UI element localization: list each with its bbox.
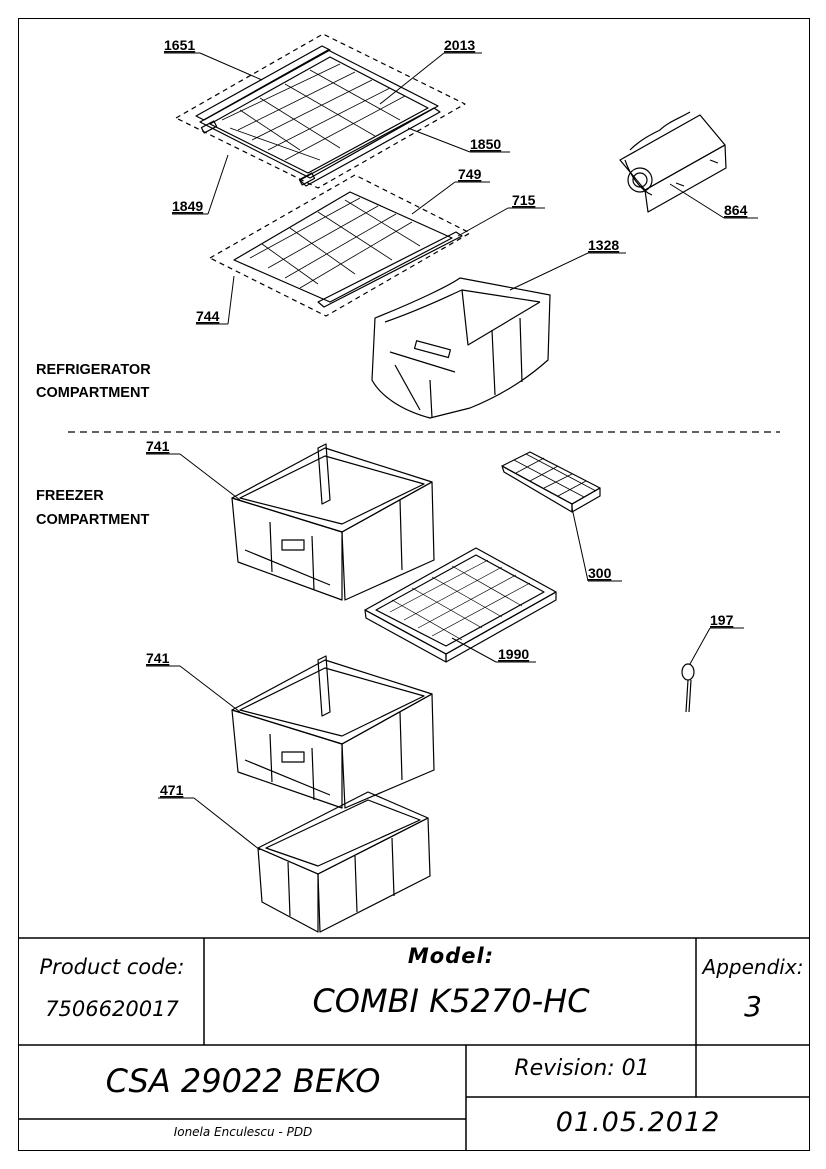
section-refrigerator-line1: REFRIGERATOR [36, 362, 151, 378]
label-1651: 1651 [164, 37, 195, 53]
section-freezer-line2: COMPARTMENT [36, 512, 149, 528]
appendix-value: 3 [744, 990, 762, 1023]
part-labels: 1651 2013 1850 1849 749 715 744 864 1328… [146, 37, 748, 798]
part-300-ice-tray [501, 451, 601, 513]
label-749: 749 [458, 166, 482, 182]
label-741-lower: 741 [146, 650, 170, 666]
label-741-upper: 741 [146, 438, 170, 454]
revision: Revision: 01 [514, 1056, 650, 1081]
part-1990-tray [364, 547, 557, 663]
label-1328: 1328 [588, 237, 619, 253]
part-471-drawer [257, 791, 431, 933]
appendix-label: Appendix: [702, 955, 804, 979]
product-code-label: Product code: [39, 955, 185, 979]
author: Ionela Enculescu - PDD [173, 1125, 313, 1139]
date: 01.05.2012 [555, 1107, 721, 1138]
model-value: COMBI K5270-HC [312, 982, 590, 1020]
label-300: 300 [588, 565, 612, 581]
label-1849: 1849 [172, 198, 203, 214]
label-1990: 1990 [498, 646, 529, 662]
label-864: 864 [724, 202, 748, 218]
part-197-pin [681, 663, 695, 713]
shelf-assembly-lower [209, 174, 471, 317]
title-block [18, 937, 810, 1151]
part-864-bracket [619, 111, 727, 213]
section-refrigerator-line2: COMPARTMENT [36, 385, 149, 401]
label-197: 197 [710, 612, 734, 628]
label-2013: 2013 [444, 37, 475, 53]
section-freezer-line1: FREEZER [36, 488, 104, 504]
label-744: 744 [196, 308, 220, 324]
model-label: Model: [407, 944, 495, 968]
label-471: 471 [160, 782, 184, 798]
label-1850: 1850 [470, 136, 501, 152]
product-code-value: 7506620017 [45, 997, 179, 1021]
part-741-drawer-lower [231, 655, 435, 809]
leader-lines [146, 52, 758, 851]
shelf-assembly-upper [175, 33, 466, 189]
label-715: 715 [512, 192, 536, 208]
part-1328-crisper [371, 277, 551, 419]
drawing-frame [18, 18, 810, 1151]
document-id: CSA 29022 BEKO [105, 1062, 381, 1100]
part-741-drawer-upper [231, 443, 435, 601]
